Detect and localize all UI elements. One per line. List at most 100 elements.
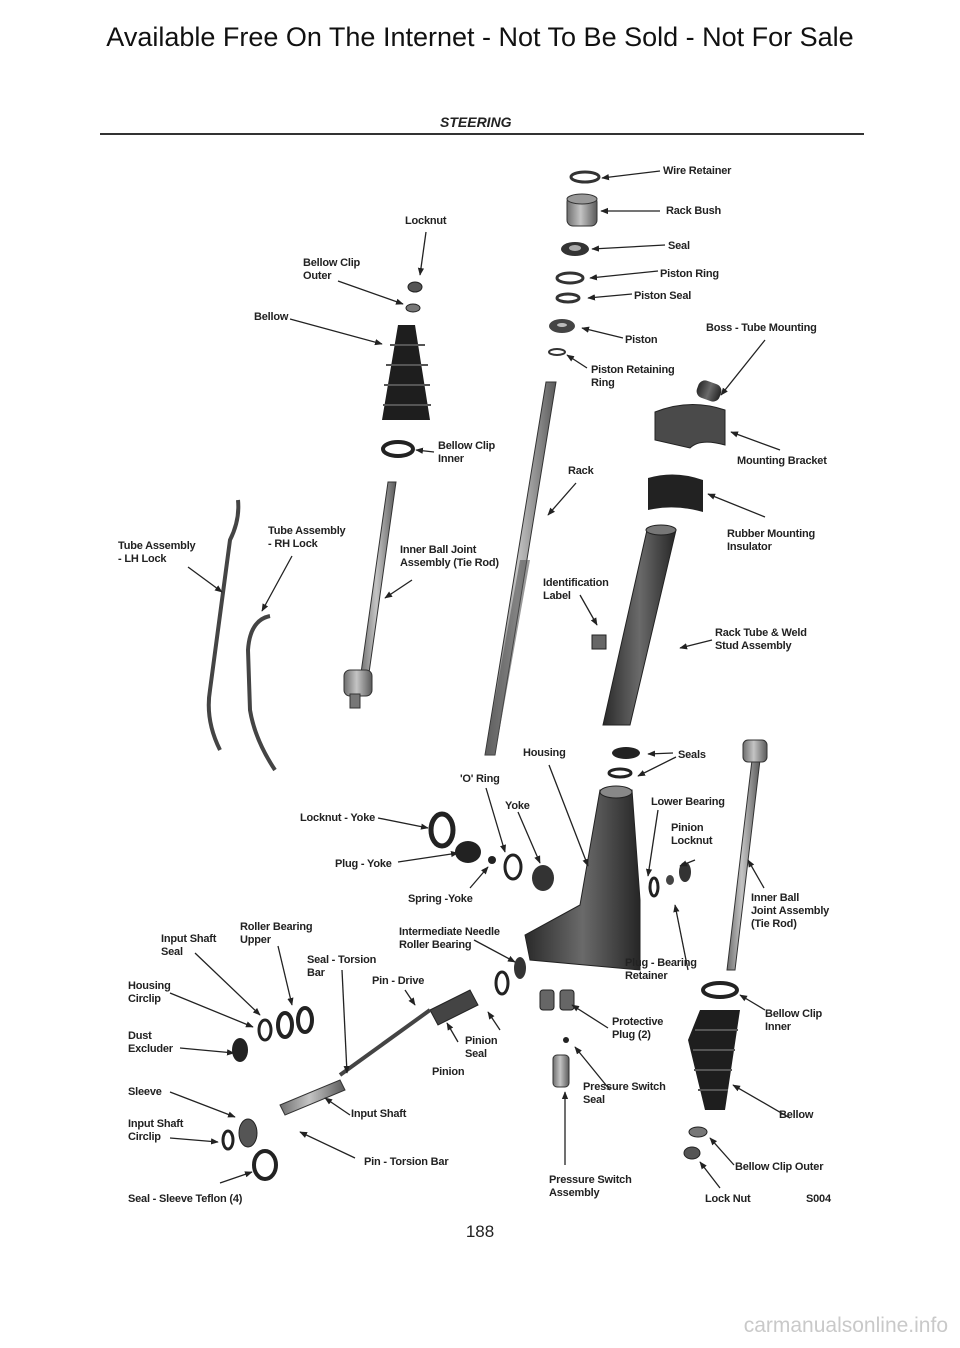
- label-seal: Seal: [668, 240, 690, 252]
- housing-part: [524, 785, 641, 971]
- identification-label-part: [591, 634, 607, 650]
- label-protective-plug: Protective Plug (2): [612, 1016, 664, 1041]
- yoke-part: [532, 865, 554, 891]
- label-inner-ball-joint-top: Inner Ball Joint Assembly (Tie Rod): [400, 544, 499, 569]
- lock-nut-bottom-part: [683, 1146, 701, 1160]
- label-locknut: Locknut: [405, 215, 447, 227]
- label-bellow-clip-inner-top: Bellow Clip Inner: [438, 440, 496, 465]
- input-shaft-seal-rings-part: [257, 1006, 314, 1042]
- boss-tube-mounting-part: [696, 380, 722, 402]
- mounting-bracket-part: [654, 403, 726, 449]
- rack-part: [484, 381, 557, 756]
- inner-ball-joint-bottom-part: [726, 739, 768, 971]
- dust-excluder-part: [232, 1038, 248, 1062]
- bellow-clip-outer-top-part: [405, 303, 421, 313]
- label-dust-excluder: Dust Excluder: [128, 1030, 173, 1055]
- label-pressure-switch-assembly: Pressure Switch Assembly: [549, 1174, 632, 1199]
- label-input-shaft-seal: Input Shaft Seal: [161, 933, 217, 958]
- label-wire-retainer: Wire Retainer: [663, 165, 732, 177]
- wire-retainer-part: [569, 170, 601, 184]
- label-seal-sleeve-teflon: Seal - Sleeve Teflon (4): [128, 1193, 243, 1205]
- label-pinion: Pinion: [432, 1066, 465, 1078]
- label-housing-circlip: Housing Circlip: [128, 980, 171, 1005]
- label-bellow-top: Bellow: [254, 311, 289, 323]
- plug-yoke-part: [455, 841, 481, 863]
- label-bellow-clip-inner-bottom: Bellow Clip Inner: [765, 1008, 823, 1033]
- title-rule: [100, 133, 864, 135]
- piston-ring-part: [555, 271, 585, 285]
- page-number: 188: [465, 1222, 495, 1241]
- pinion-locknut-part: [648, 862, 691, 898]
- spring-yoke-part: [488, 856, 496, 864]
- label-intermediate-needle: Intermediate Needle Roller Bearing: [399, 926, 500, 951]
- locknut-top-part: [407, 281, 423, 293]
- label-pressure-switch-seal: Pressure Switch Seal: [583, 1081, 666, 1106]
- label-pin-drive: Pin - Drive: [372, 975, 425, 987]
- label-housing: Housing: [523, 747, 566, 759]
- label-piston-retaining-ring: Piston Retaining Ring: [591, 364, 675, 389]
- label-rack-tube-weld: Rack Tube & Weld Stud Assembly: [715, 627, 807, 652]
- bellow-top-part: [382, 325, 431, 420]
- label-mounting-bracket: Mounting Bracket: [737, 455, 827, 467]
- label-bellow-bottom: Bellow: [779, 1109, 814, 1121]
- rack-bush-part: [566, 193, 598, 227]
- bellow-clip-outer-bottom-part: [688, 1126, 708, 1138]
- label-pinion-locknut: Pinion Locknut: [671, 822, 713, 847]
- watermark: carmanualsonline.info: [743, 1314, 948, 1337]
- bellow-clip-inner-top-part: [381, 440, 415, 458]
- inner-ball-joint-top-part: [343, 481, 397, 709]
- label-input-shaft-circlip: Input Shaft Circlip: [128, 1118, 184, 1143]
- page-banner: Available Free On The Internet - Not To …: [106, 22, 854, 52]
- label-piston-ring: Piston Ring: [660, 268, 719, 280]
- section-title: STEERING: [440, 114, 512, 130]
- label-locknut-yoke: Locknut - Yoke: [300, 812, 376, 824]
- label-pinion-seal: Pinion Seal: [465, 1035, 498, 1060]
- label-identification-label: Identification Label: [543, 577, 609, 602]
- label-inner-ball-joint-bottom: Inner Ball Joint Assembly (Tie Rod): [751, 892, 830, 930]
- piston-seal-part: [555, 292, 581, 304]
- piston-part: [549, 319, 575, 333]
- label-tube-assembly-rh: Tube Assembly - RH Lock: [268, 525, 346, 550]
- bellow-bottom-part: [688, 1010, 740, 1110]
- seals-part: [607, 747, 640, 779]
- diagram-code: S004: [806, 1193, 831, 1205]
- input-shaft-part: [279, 1079, 346, 1116]
- label-rubber-mounting-insulator: Rubber Mounting Insulator: [727, 528, 816, 553]
- tube-assembly-rh-part: [245, 614, 277, 772]
- label-yoke: Yoke: [505, 800, 530, 812]
- o-ring-part: [503, 853, 523, 881]
- piston-retaining-ring-part: [548, 348, 566, 356]
- pressure-switch-part: [552, 1037, 570, 1088]
- label-plug-bearing-retainer: Plug - Bearing Retainer: [625, 957, 697, 982]
- label-pin-torsion-bar: Pin - Torsion Bar: [364, 1156, 449, 1168]
- label-seal-torsion-bar: Seal - Torsion Bar: [307, 954, 377, 979]
- label-tube-assembly-lh: Tube Assembly - LH Lock: [118, 540, 196, 565]
- label-roller-bearing-upper: Roller Bearing Upper: [240, 921, 313, 946]
- pinion-part: [338, 989, 479, 1077]
- label-bellow-clip-outer-top: Bellow Clip Outer: [303, 257, 361, 282]
- label-boss-tube-mounting: Boss - Tube Mounting: [706, 322, 817, 334]
- label-rack: Rack: [568, 465, 594, 477]
- label-bellow-clip-outer-bottom: Bellow Clip Outer: [735, 1161, 824, 1173]
- label-seals: Seals: [678, 749, 706, 761]
- label-sleeve: Sleeve: [128, 1086, 162, 1098]
- label-lower-bearing: Lower Bearing: [651, 796, 725, 808]
- tube-assembly-lh-part: [206, 499, 241, 751]
- label-piston: Piston: [625, 334, 658, 346]
- bellow-clip-inner-bottom-part: [701, 981, 739, 999]
- circlip-sleeve-part: [221, 1118, 278, 1181]
- label-spring-yoke: Spring -Yoke: [408, 893, 473, 905]
- label-plug-yoke: Plug - Yoke: [335, 858, 392, 870]
- protective-plug-part: [539, 989, 575, 1011]
- label-input-shaft: Input Shaft: [351, 1108, 407, 1120]
- leader-lines: [169, 170, 791, 1189]
- label-lock-nut: Lock Nut: [705, 1193, 751, 1205]
- rack-tube-part: [602, 524, 677, 726]
- needle-roller-part: [494, 957, 526, 996]
- label-rack-bush: Rack Bush: [666, 205, 722, 217]
- seal-part: [561, 242, 589, 256]
- label-piston-seal: Piston Seal: [634, 290, 692, 302]
- rubber-mounting-insulator-part: [648, 474, 703, 512]
- label-o-ring: 'O' Ring: [460, 773, 500, 785]
